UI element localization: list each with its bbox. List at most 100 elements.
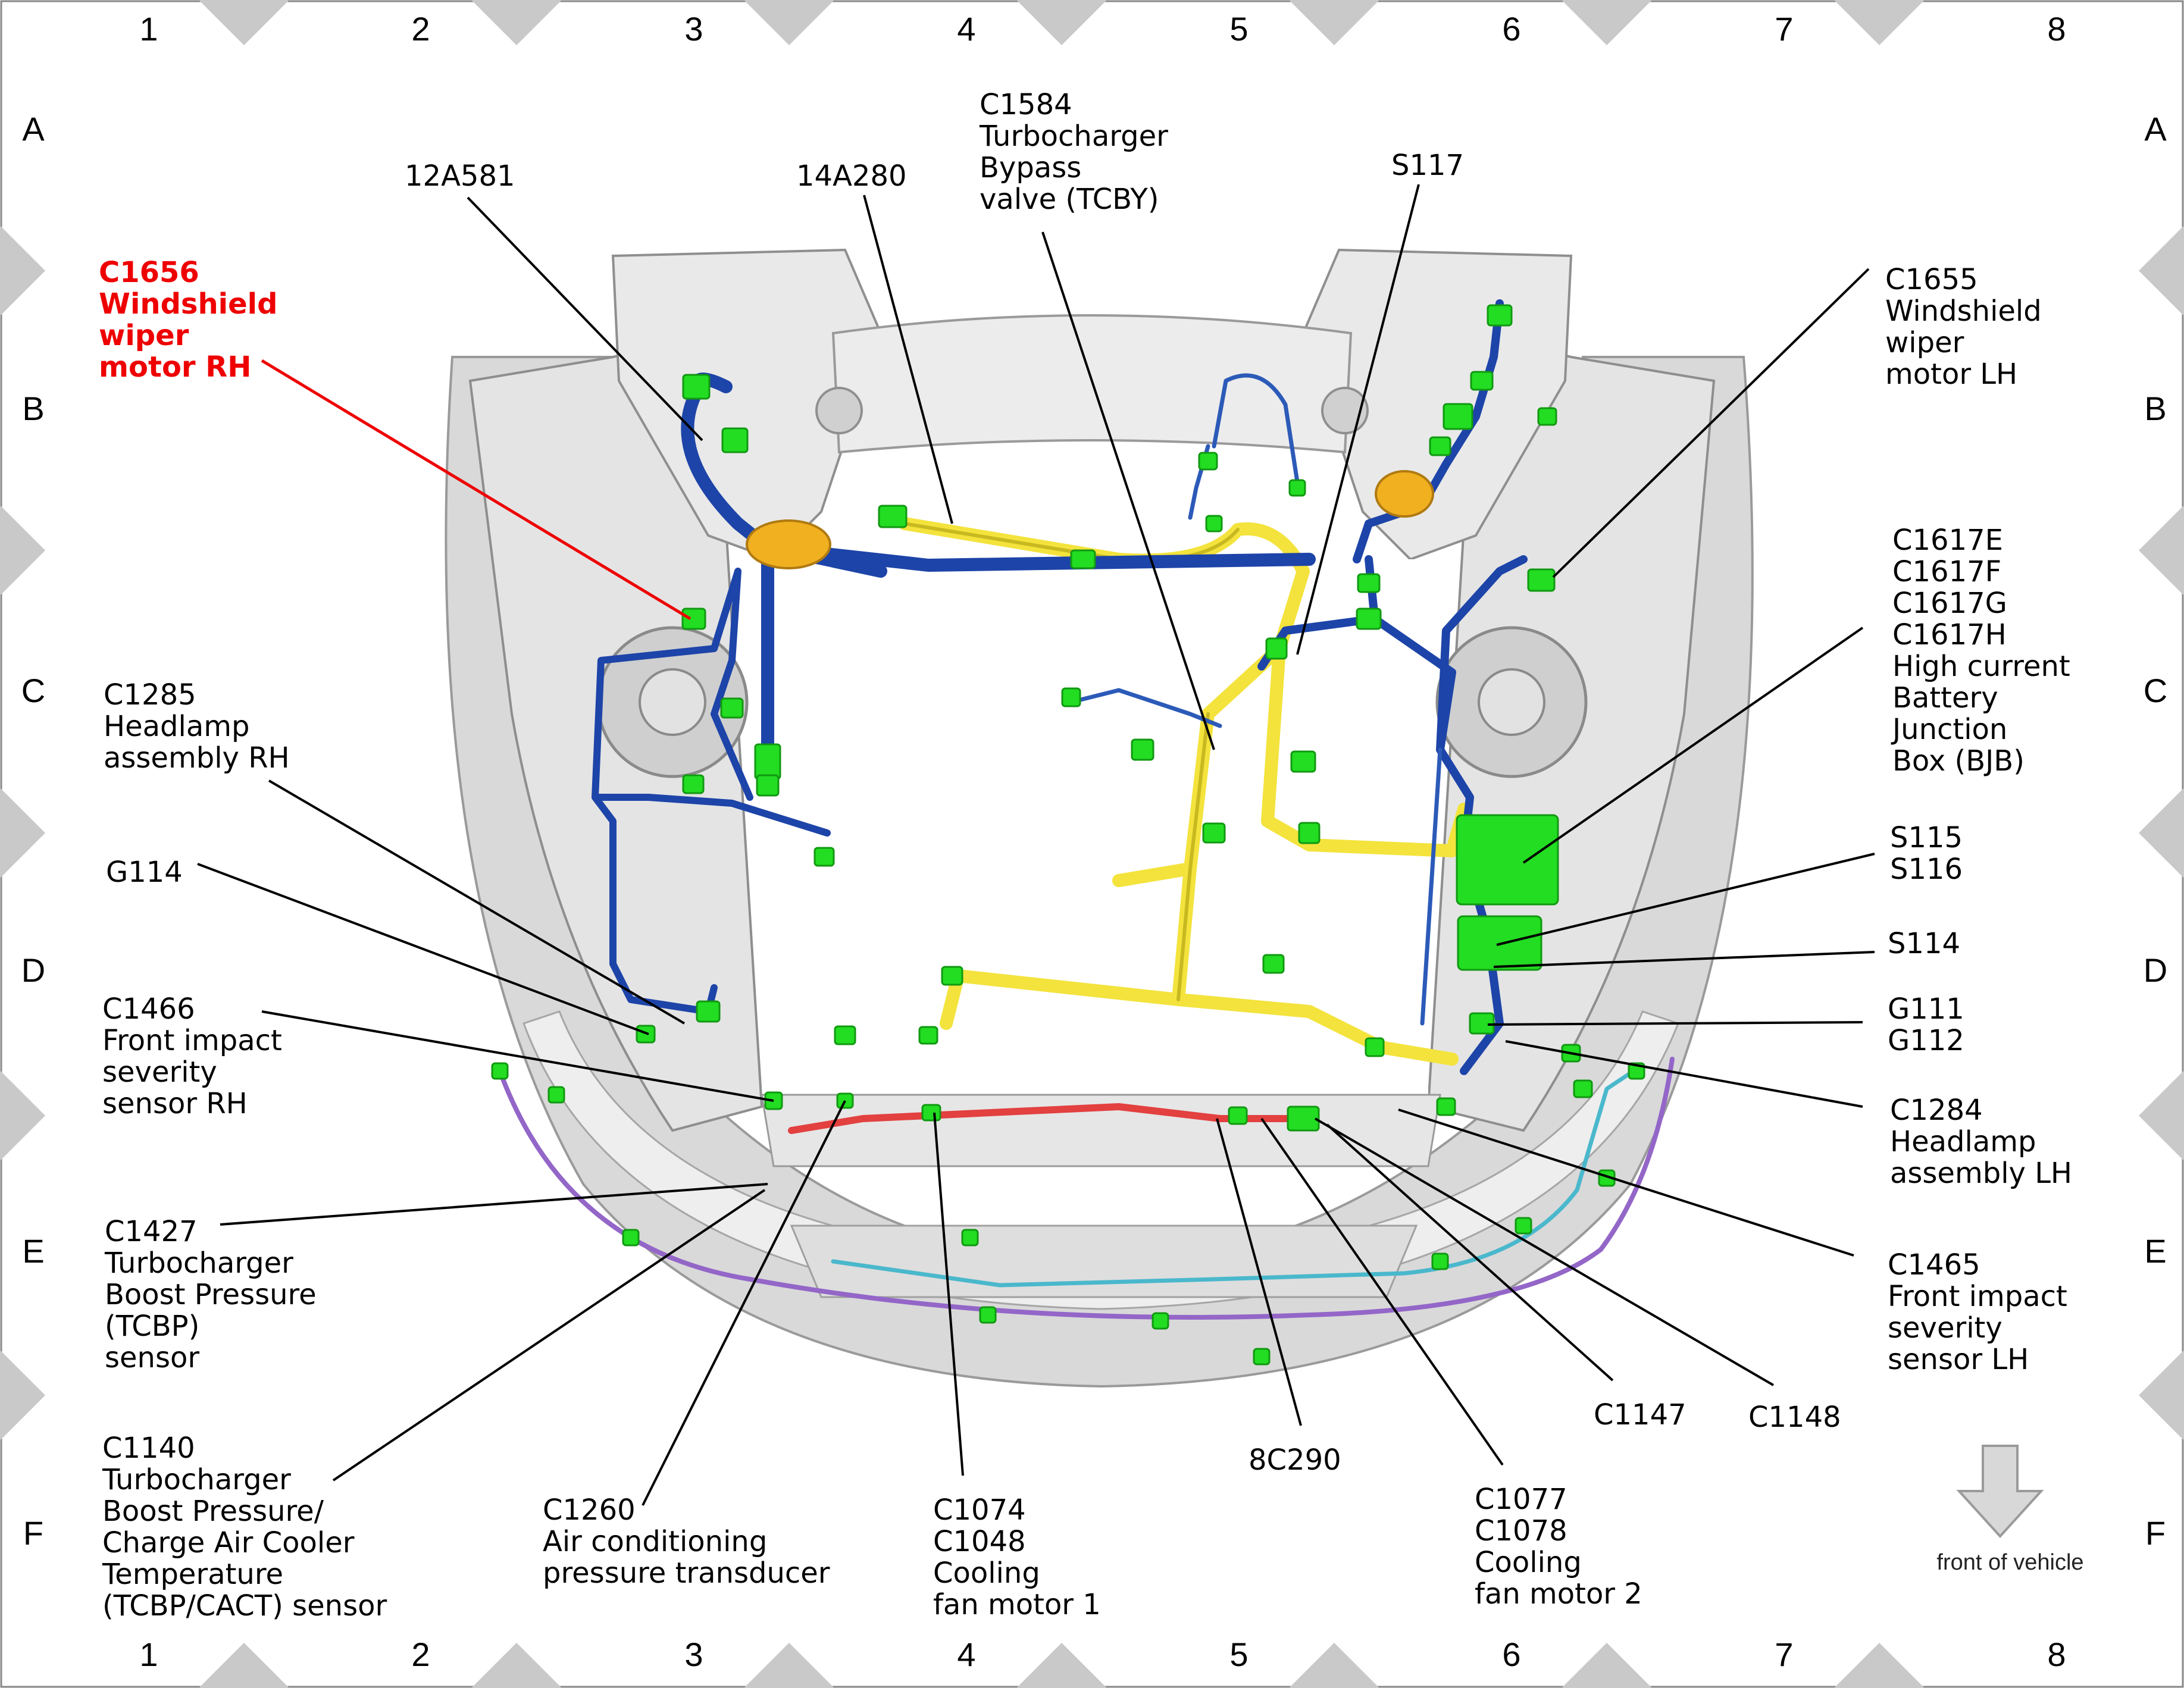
connector [1537, 407, 1557, 426]
grid-row-label-left: A [22, 110, 45, 148]
callout-c1465-line: severity [1888, 1311, 2002, 1345]
harness-yellow-main [898, 517, 1470, 1066]
leader-c1284 [1505, 1040, 1863, 1108]
connector [1265, 637, 1288, 660]
grid-column-label-top: 2 [411, 10, 430, 48]
callout-a8c290-line: 8C290 [1249, 1443, 1341, 1477]
connector [1429, 436, 1451, 456]
grid-marker-left [0, 1070, 45, 1161]
callout-a14a280: 14A280 [796, 159, 907, 193]
callout-c1077-line: Cooling [1475, 1546, 1582, 1579]
connector [1357, 573, 1381, 593]
callout-c1427-line: sensor [105, 1341, 199, 1374]
harness-blue-left [592, 568, 831, 1015]
grid-marker-top [1562, 0, 1652, 45]
grid-marker-right [2139, 1070, 2184, 1161]
callout-c1260-line: Air conditioning [543, 1525, 767, 1558]
callout-c1617-line: C1617E [1892, 524, 2003, 557]
leader-c1584 [1041, 231, 1215, 750]
connector [1202, 822, 1226, 844]
grid-column-label-bottom: 1 [139, 1636, 158, 1673]
callout-c1147: C1147 [1594, 1398, 1687, 1432]
leader-c1140 [332, 1189, 766, 1482]
callout-c1617-line: High current [1892, 650, 2070, 683]
harness-red-front [788, 1103, 1307, 1134]
wiring-harnesses [497, 299, 1675, 1320]
callout-s115-line: S115 [1890, 821, 1963, 854]
grid-marker-bottom [1016, 1643, 1107, 1688]
connector [941, 966, 963, 986]
callout-c1284-line: assembly LH [1890, 1157, 2072, 1190]
callout-c1140-line: Boost Pressure/ [102, 1495, 324, 1528]
callout-c1285-line: assembly RH [104, 741, 290, 775]
callout-c1077-line: C1077 [1475, 1483, 1567, 1516]
callout-c1148-line: C1148 [1748, 1401, 1841, 1434]
callout-c1140-line: Charge Air Cooler [102, 1526, 355, 1559]
grid-marker-left [0, 1350, 45, 1440]
callout-c1427-line: (TCBP) [105, 1310, 199, 1343]
connector [1431, 1252, 1449, 1270]
callout-c1427-line: C1427 [105, 1215, 198, 1248]
callout-c1077-line: fan motor 2 [1475, 1577, 1642, 1611]
callout-c1284-line: Headlamp [1890, 1125, 2036, 1158]
connectors [491, 304, 1645, 1366]
callout-c1077-line: C1078 [1475, 1514, 1567, 1548]
callout-c1617-line: C1617H [1892, 618, 2007, 652]
callout-c1617-line: Box (BJB) [1892, 744, 2025, 778]
grid-row-label-left: B [22, 390, 44, 427]
connector [1253, 1348, 1271, 1366]
grid-row-label-right: E [2144, 1232, 2166, 1270]
grid-marker-bottom [1289, 1643, 1379, 1688]
grid-column-label-top: 3 [684, 10, 703, 48]
grid-column-label-bottom: 4 [957, 1636, 975, 1673]
leader-s114 [1493, 951, 1875, 968]
connector [1487, 304, 1513, 327]
grid-marker-top [1834, 0, 1925, 45]
callout-c1140-line: (TCBP/CACT) sensor [102, 1589, 387, 1623]
connector [1061, 687, 1081, 707]
grid-marker-left [0, 226, 45, 316]
callout-c1140-line: Turbocharger [102, 1463, 291, 1496]
grid-column-label-top: 8 [2047, 10, 2066, 48]
grid-marker-left [0, 505, 45, 596]
connector [1131, 738, 1154, 761]
callout-c1655-line: motor LH [1885, 358, 2017, 391]
grid-column-label-top: 6 [1502, 10, 1520, 48]
harness-grommet-right [1375, 470, 1434, 518]
grid-marker-top [199, 0, 289, 45]
connector [1198, 452, 1218, 471]
leader-c1655 [1552, 268, 1870, 578]
callout-c1656-line: Windshield [99, 287, 278, 321]
connector [721, 427, 749, 453]
connector [1356, 607, 1382, 630]
callout-c1617-line: Battery [1892, 681, 1998, 715]
callout-c1656-line: wiper [99, 319, 189, 352]
leader-c1465 [1398, 1108, 1854, 1257]
callout-c1427-line: Turbocharger [104, 1247, 293, 1280]
callout-a12a581: 12A581 [405, 159, 515, 193]
callout-s114: S114 [1888, 927, 1960, 960]
grid-column-label-bottom: 5 [1229, 1636, 1248, 1673]
connector [1573, 1079, 1593, 1098]
connector [756, 774, 780, 797]
strut-tower-right-inner [1478, 668, 1545, 736]
callout-c1140-line: C1140 [102, 1432, 195, 1465]
grid-column-label-bottom: 2 [411, 1636, 430, 1673]
callout-c1140-line: Temperature [102, 1558, 283, 1591]
connector [1287, 1106, 1320, 1132]
cowl-right [1301, 248, 1573, 561]
harness-cyan-front [831, 1063, 1645, 1288]
harness-grommet-left [746, 519, 831, 569]
grid-row-label-left: E [22, 1232, 44, 1270]
connector [696, 1000, 721, 1023]
connector [1290, 750, 1316, 773]
